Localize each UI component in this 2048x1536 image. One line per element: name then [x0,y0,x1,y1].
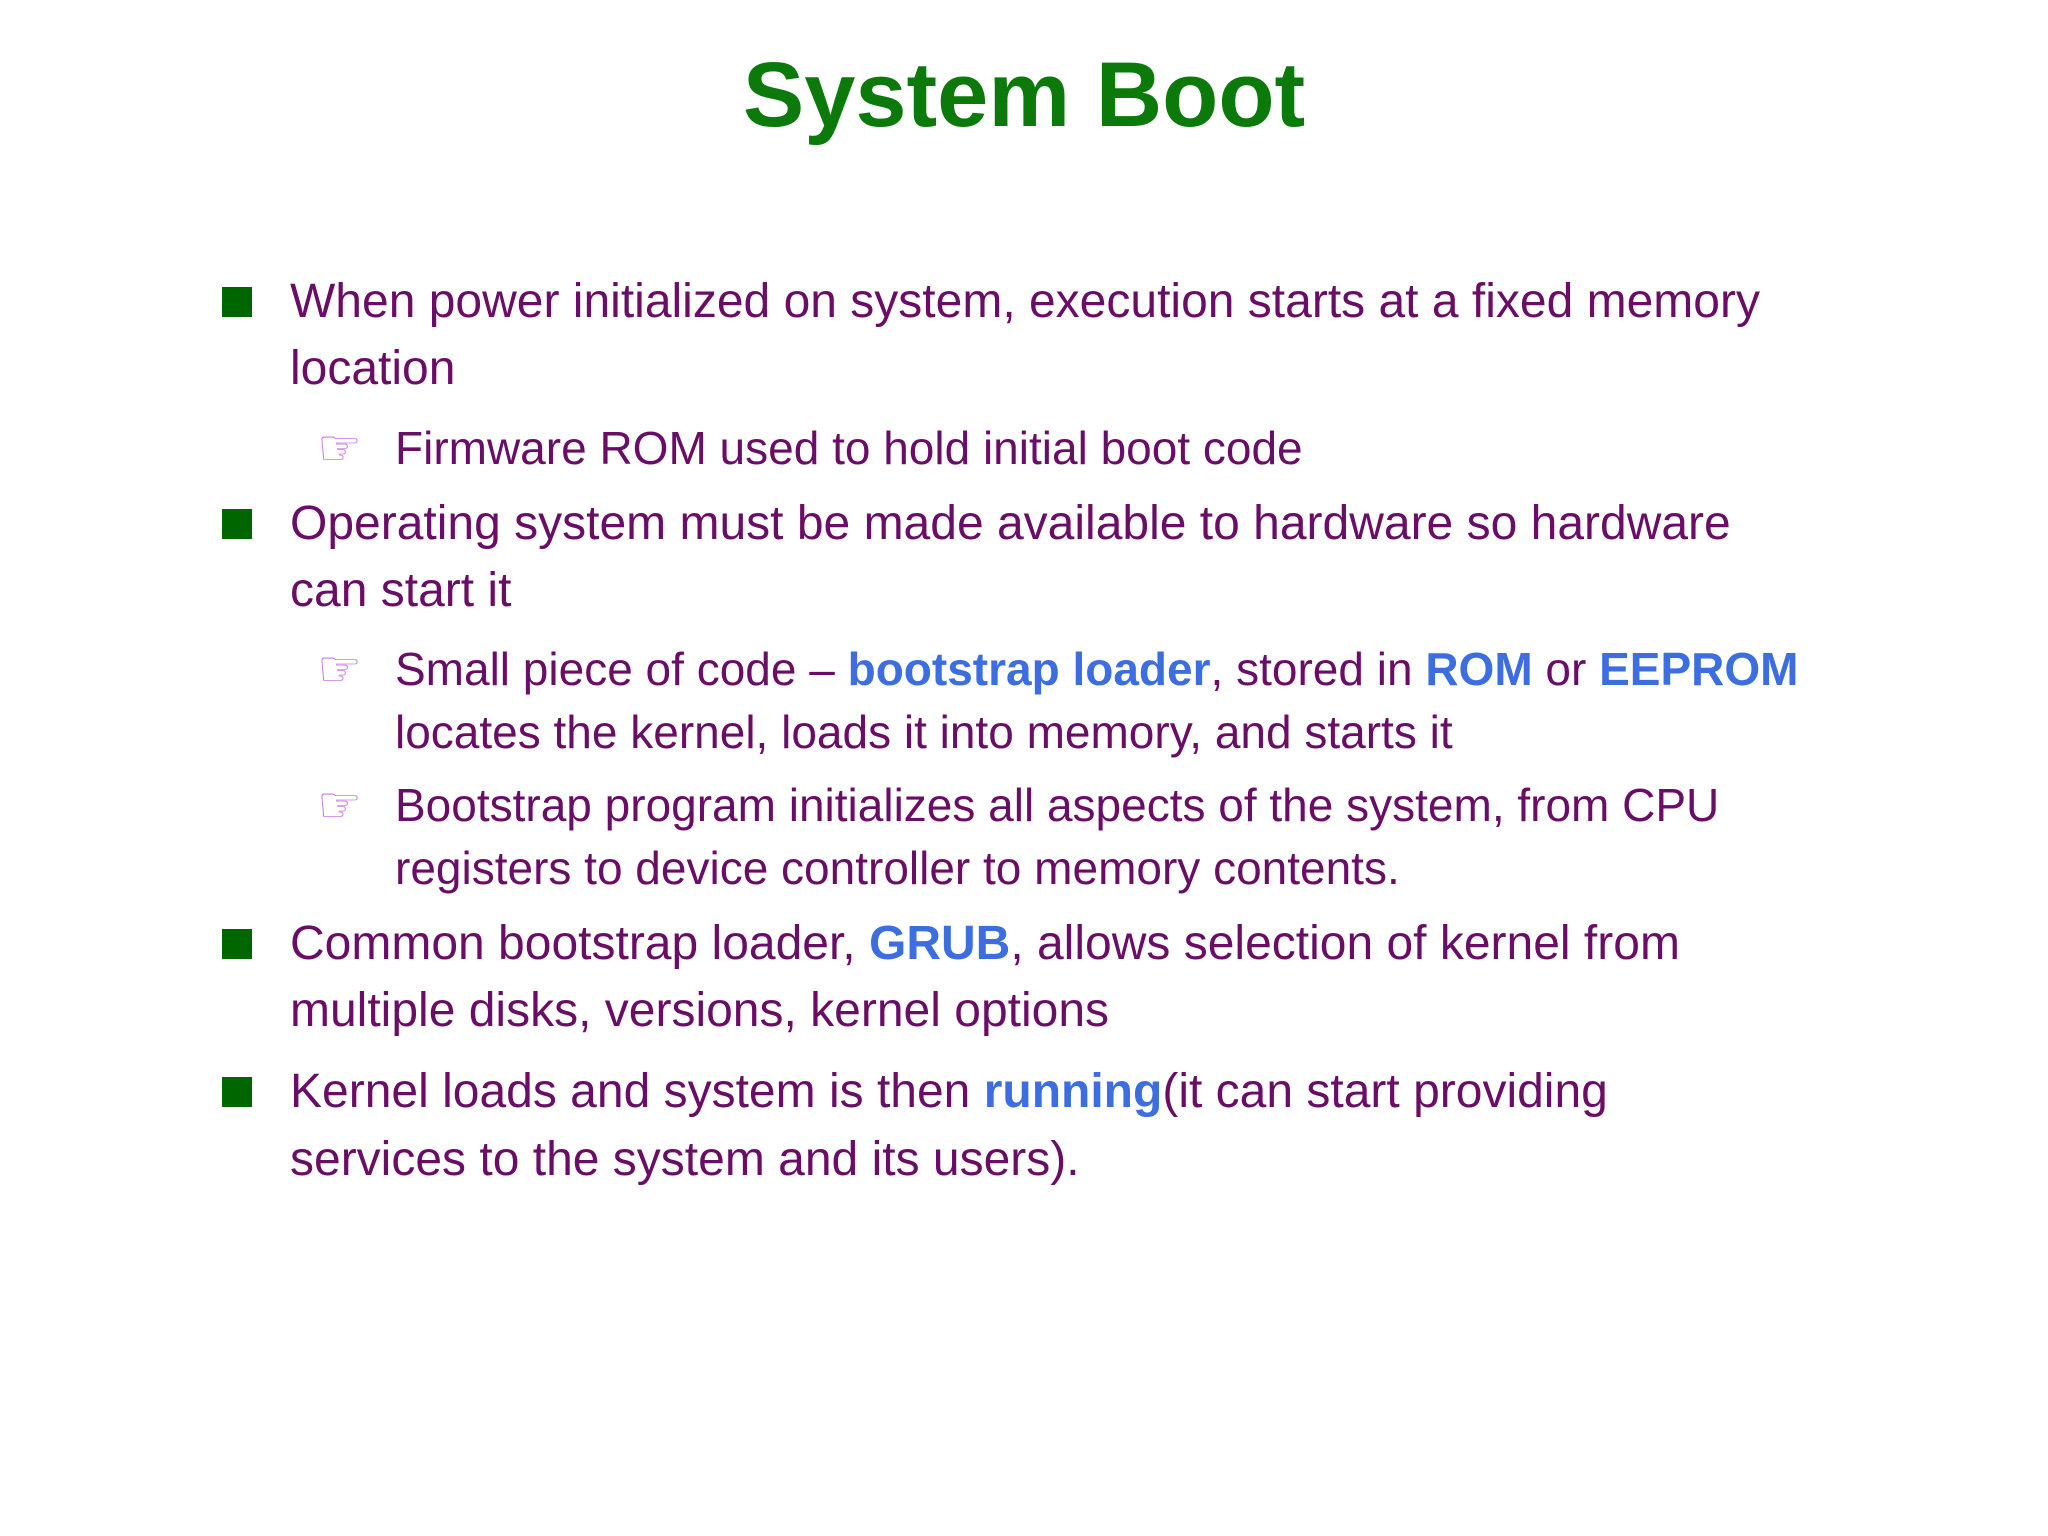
highlight-run: GRUB [868,916,1011,970]
text-run: When power initialized on system, execut… [290,275,1760,396]
bullet-text: Common bootstrap loader, GRUB, allows se… [290,910,1767,1044]
text-run: Operating system must be made available … [290,496,1731,617]
sub-bullet-item: ☞ Bootstrap program initializes all aspec… [317,774,1842,900]
bullet-item: When power initialized on system, execut… [222,268,1842,402]
text-run: or [1532,642,1600,695]
text-run: Small piece of code – [395,642,848,695]
bullet-item: Common bootstrap loader, GRUB, allows se… [222,910,1842,1044]
highlight-run: ROM [1425,642,1533,695]
hand-marker-column: ☞ [317,417,395,480]
text-run: Bootstrap program initializes all aspect… [395,778,1720,894]
square-bullet-icon [222,1077,252,1108]
page-title: System Boot [742,44,1306,146]
bullet-text: Kernel loads and system is then running(… [290,1058,1767,1192]
bullet-text: Operating system must be made available … [290,490,1767,624]
sub-bullet-text: Firmware ROM used to hold initial boot c… [395,417,1835,480]
bullet-marker-column [222,1058,290,1112]
square-bullet-icon [222,928,252,959]
text-run: Common bootstrap loader, [290,916,869,970]
bullet-text: When power initialized on system, execut… [290,268,1767,402]
text-run: , allows selection of kernel from multip… [290,916,1680,1038]
square-bullet-icon [222,287,252,318]
bullet-marker-column [222,910,290,964]
text-run: Firmware ROM used to hold initial boot c… [395,421,1303,474]
highlight-run: bootstrap loader [847,642,1211,695]
bullet-item: Operating system must be made available … [222,490,1842,624]
text-run: (it can start providing services to the … [290,1065,1608,1186]
bullet-marker-column [222,268,290,322]
pointing-hand-icon: ☞ [317,775,362,834]
bullet-marker-column [222,490,290,544]
highlight-run: running [983,1065,1163,1119]
hand-marker-column: ☞ [317,774,395,837]
pointing-hand-icon: ☞ [317,639,362,698]
text-run: locates the kernel, loads it into memory… [395,705,1453,758]
sub-bullet-item: ☞ Small piece of code – bootstrap loader,… [317,638,1842,764]
sub-bullet-text: Bootstrap program initializes all aspect… [395,774,1835,900]
highlight-run: EEPROM [1599,642,1799,695]
pointing-hand-icon: ☞ [317,418,362,477]
text-run: Kernel loads and system is then [290,1065,984,1119]
text-run: , stored in [1210,642,1426,695]
sub-bullet-text: Small piece of code – bootstrap loader, … [395,638,1835,764]
hand-marker-column: ☞ [317,638,395,701]
bullet-item: Kernel loads and system is then running(… [222,1058,1842,1192]
bullet-list: When power initialized on system, execut… [222,268,1842,1193]
sub-bullet-item: ☞ Firmware ROM used to hold initial boot … [317,417,1842,480]
square-bullet-icon [222,508,252,539]
